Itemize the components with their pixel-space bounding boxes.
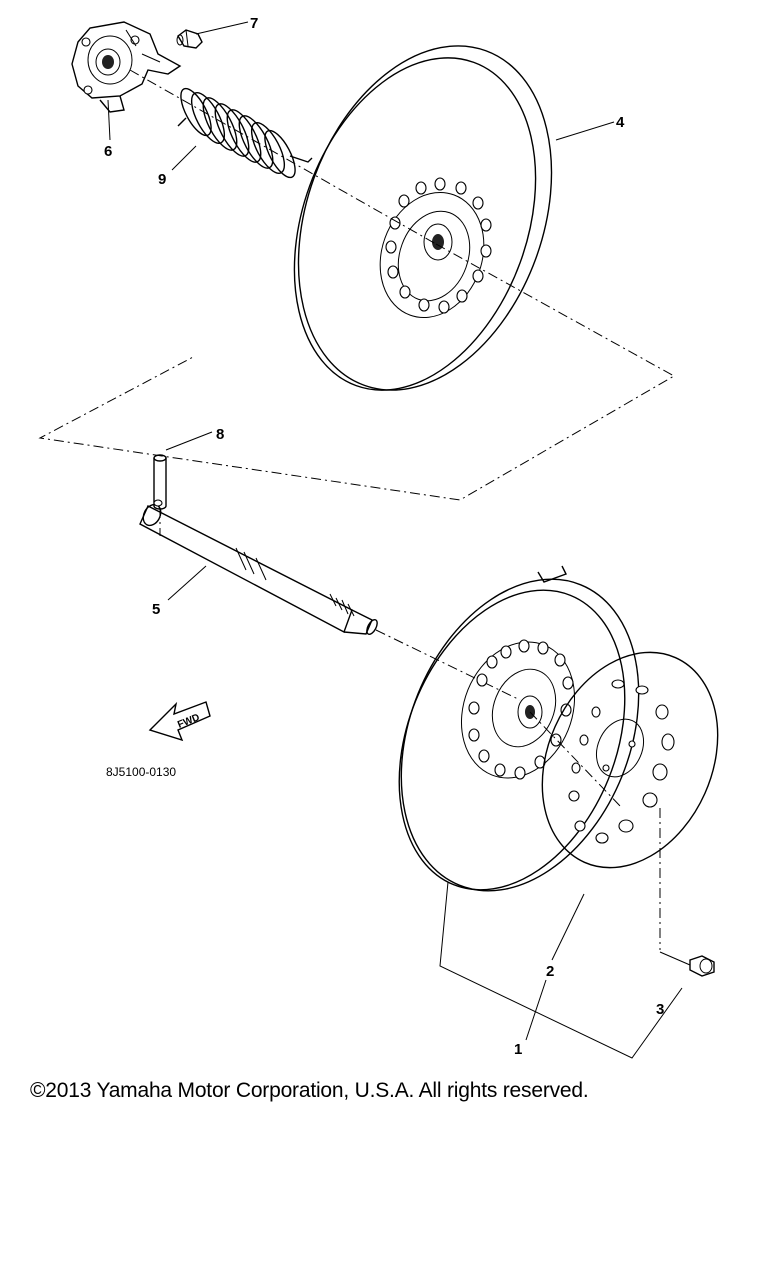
callout-5: 5 <box>152 601 160 618</box>
callout-7: 7 <box>250 15 258 32</box>
copyright-notice: ©2013 Yamaha Motor Corporation, U.S.A. A… <box>30 1079 589 1102</box>
lower-sheave-bolt-holes <box>468 639 574 780</box>
callout-4: 4 <box>616 114 625 131</box>
part-3-bolt <box>659 808 715 977</box>
leader-lines <box>107 21 683 1059</box>
part-5-shaft <box>139 499 521 701</box>
drawing-part-number: 8J5100-0130 <box>106 765 176 779</box>
fwd-arrow-icon: FWD <box>148 701 211 742</box>
part-9-spring <box>177 87 313 179</box>
part-6-bracket <box>71 21 182 113</box>
part-7-bolt <box>176 29 203 49</box>
part-8-pin <box>153 454 167 536</box>
callout-9: 9 <box>158 171 166 188</box>
exploded-parts-diagram: 7 6 9 4 8 5 2 3 1 FWD 8J5100-0130 <box>38 15 719 1059</box>
callout-2: 2 <box>546 963 554 980</box>
lower-axis-line <box>529 711 623 809</box>
part-1-sheave <box>398 565 640 892</box>
sheave-bolt-holes <box>385 177 492 314</box>
part-4-sheave <box>293 45 553 391</box>
callout-8: 8 <box>216 426 224 443</box>
fwd-label: FWD <box>176 712 201 731</box>
callout-1: 1 <box>514 1041 522 1058</box>
callout-3: 3 <box>656 1001 664 1018</box>
callout-6: 6 <box>104 143 112 160</box>
callout-labels: 7 6 9 4 8 5 2 3 1 <box>104 15 664 1058</box>
part-2-plate <box>541 651 719 869</box>
upper-mounting-box <box>38 243 676 501</box>
